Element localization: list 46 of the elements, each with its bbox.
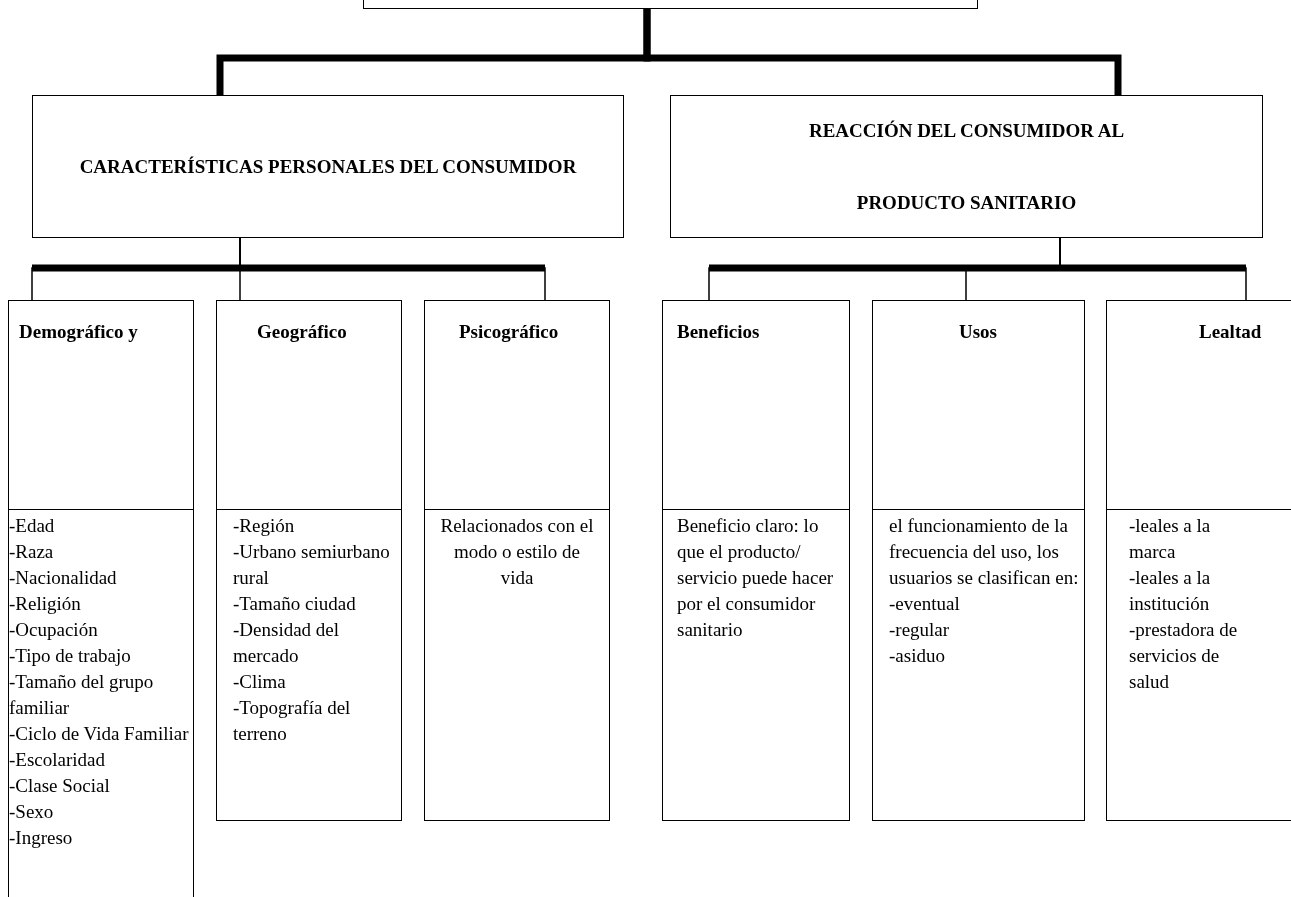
column-heading: Geográfico <box>257 321 347 343</box>
column-heading: Psicográfico <box>459 321 559 343</box>
list-item: -Topografía del terreno <box>233 696 352 746</box>
list-item: -Edad <box>9 514 56 538</box>
list-item: -Tamaño ciudad <box>233 592 357 616</box>
column-heading: Usos <box>959 321 997 343</box>
list-item: -Raza <box>9 540 55 564</box>
list-item: -Nacionalidad <box>9 566 118 590</box>
list-item: -Urbano semiurbano rural <box>233 540 391 590</box>
category-column <box>424 300 610 821</box>
connector-line <box>643 9 1122 95</box>
list-item: el funcionamiento de la frecuencia del uso, los usuarios se clasifican en: <box>889 514 1080 590</box>
connector-line <box>1059 237 1247 301</box>
category-column <box>872 300 1085 821</box>
list-item: -regular <box>889 618 951 642</box>
column-heading: Lealtad <box>1199 321 1262 343</box>
category-box <box>670 95 1263 238</box>
heading: CARACTERÍSTICAS PERSONALES DEL CONSUMIDOR <box>78 154 578 179</box>
connector-line <box>239 237 546 301</box>
list-item: -leales a la marca <box>1129 514 1212 564</box>
category-column <box>1106 300 1291 821</box>
list-item: -Tipo de trabajo <box>9 644 132 668</box>
list-item: -Región <box>233 514 296 538</box>
list-item: -Religión <box>9 592 82 616</box>
list-item: -eventual <box>889 592 961 616</box>
list-item: -Ciclo de Vida Familiar <box>9 722 190 746</box>
column-heading: Demográfico y <box>19 321 138 343</box>
list-item: -Tamaño del grupo familiar <box>9 670 155 720</box>
heading: REACCIÓN DEL CONSUMIDOR AL PRODUCTO SANITARIO <box>807 118 1126 215</box>
category-column <box>8 300 194 897</box>
list-item: -Densidad del mercado <box>233 618 341 668</box>
list-item: -asiduo <box>889 644 946 668</box>
list-item: -Ocupación <box>9 618 99 642</box>
list-item: Relacionados con el modo o estilo de vida <box>439 514 595 590</box>
category-column <box>662 300 850 821</box>
list-item: -Clase Social <box>9 774 111 798</box>
list-item: -Sexo <box>9 800 55 824</box>
list-item: -Escolaridad <box>9 748 106 772</box>
list-item: Beneficio claro: lo que el producto/ servicio puede hacer por el consumidor sanitario <box>677 514 835 642</box>
list-item: -prestadora de servicios de salud <box>1129 618 1239 694</box>
category-box <box>32 95 624 238</box>
column-heading: Beneficios <box>677 321 760 343</box>
list-item: -Clima <box>233 670 287 694</box>
category-column <box>216 300 402 821</box>
list-item: -Ingreso <box>9 826 74 850</box>
list-item: -leales a la institución <box>1129 566 1212 616</box>
